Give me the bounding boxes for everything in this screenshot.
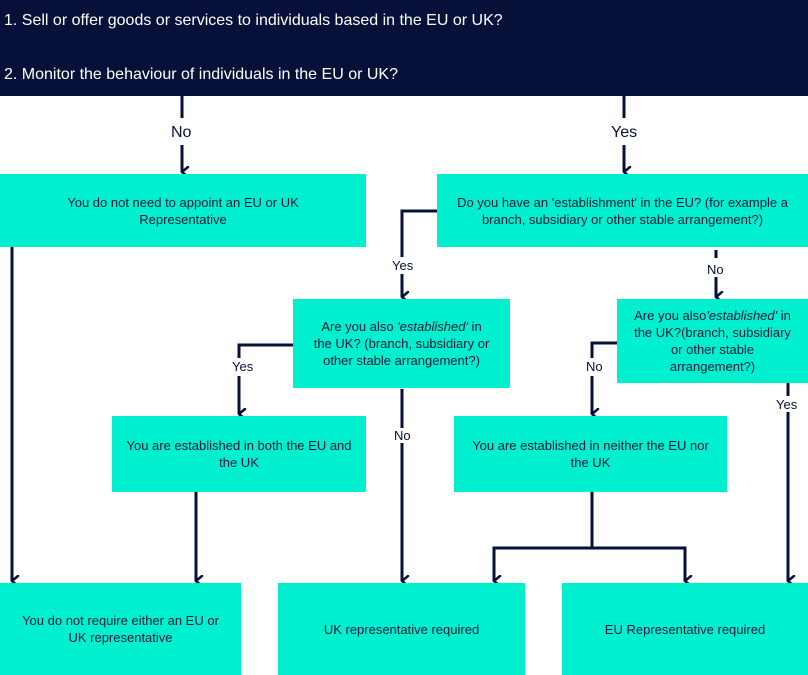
box-eu-required: EU Representative required — [562, 583, 808, 675]
box-uk-established-question-2: Are you also'established' in the UK?(bra… — [617, 299, 808, 383]
label-est-yes: Yes — [392, 258, 414, 273]
arrow-uk2-no-a — [590, 341, 617, 358]
uk-q2-em: 'established' — [706, 308, 778, 323]
box-both-text: You are established in both the EU and t… — [126, 438, 352, 470]
question-1: 1. Sell or offer goods or services to in… — [4, 12, 503, 29]
label-uk-no: No — [394, 428, 411, 443]
box-uk-established-2-text: Are you also'established' in the UK?(bra… — [627, 307, 798, 375]
box-none-required: You do not require either an EU or UK re… — [0, 583, 241, 675]
uk-q2-post: in the UK?(branch, subsidiary or other s… — [634, 308, 791, 374]
box-eu-required-text: EU Representative required — [604, 621, 766, 637]
header-banner: 1. Sell or offer goods or services to in… — [0, 0, 808, 96]
uk-q-em: 'established' — [397, 319, 468, 334]
label-uk2-yes: Yes — [776, 397, 798, 412]
box-uk-required: UK representative required — [278, 583, 525, 675]
box-no-need-text: You do not need to appoint an EU or UK R… — [67, 194, 299, 227]
box-no-need-representative: You do not need to appoint an EU or UK R… — [0, 174, 366, 247]
box-uk-established-text: Are you also 'established' in the UK? (b… — [311, 318, 492, 369]
uk-q2-pre: Are you also — [634, 308, 707, 323]
arrow-neither-split-right — [592, 546, 685, 581]
label-uk2-no: No — [586, 359, 603, 374]
box-established-neither: You are established in neither the EU no… — [454, 416, 727, 492]
box-established-both: You are established in both the EU and t… — [112, 416, 366, 492]
box-uk-required-text: UK representative required — [323, 621, 480, 637]
box-establishment-question: Do you have an 'establishment' in the EU… — [437, 174, 808, 247]
arrow-uk-yes-a — [237, 343, 293, 358]
box-establishment-text: Do you have an 'establishment' in the EU… — [457, 194, 788, 227]
label-top-no: No — [171, 124, 192, 142]
uk-q-post: in the UK? (branch, subsidiary or other … — [313, 319, 490, 368]
label-uk-yes: Yes — [232, 359, 254, 374]
question-2: 2. Monitor the behaviour of individuals … — [4, 66, 398, 83]
box-none-required-text: You do not require either an EU or UK re… — [22, 613, 219, 645]
label-top-yes: Yes — [611, 124, 638, 142]
box-neither-text: You are established in neither the EU no… — [472, 438, 709, 470]
arrow-neither-split — [492, 492, 594, 581]
arrow-est-yes-a — [400, 209, 437, 257]
label-est-no: No — [707, 262, 724, 277]
box-uk-established-question: Are you also 'established' in the UK? (b… — [293, 299, 510, 388]
uk-q-pre: Are you also — [321, 319, 398, 334]
